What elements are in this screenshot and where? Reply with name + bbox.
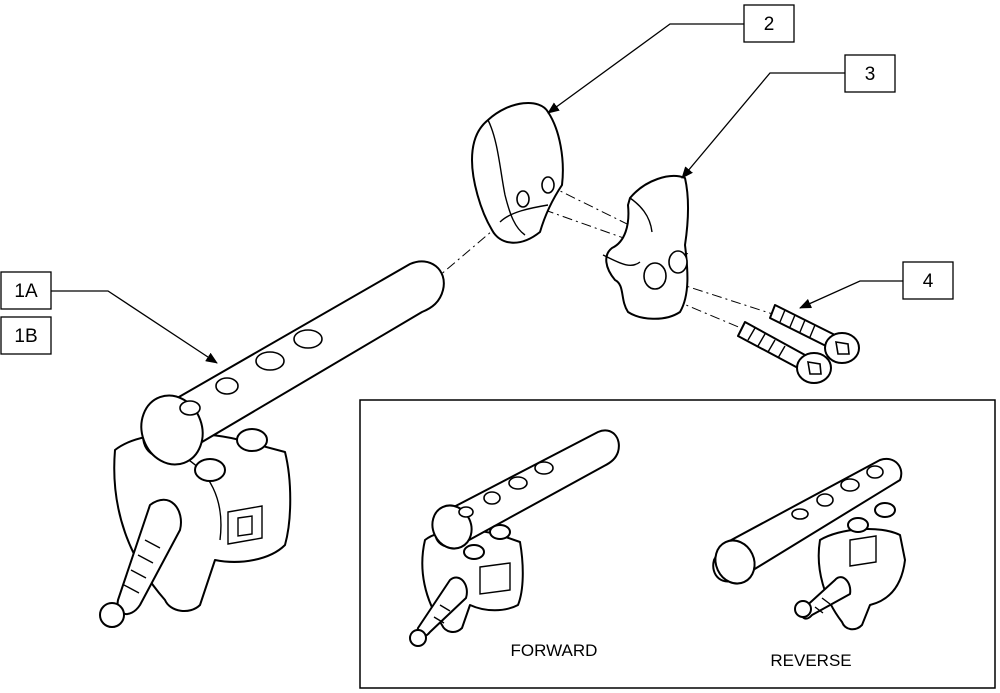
orientation-inset: FORWARD REVERSE	[359, 399, 996, 689]
callout-label-1b: 1B	[14, 326, 37, 347]
forward-label: FORWARD	[511, 641, 598, 660]
callout-box-1a: 1A	[0, 271, 52, 310]
socket-head-screws	[737, 304, 860, 384]
callout-label-3: 3	[865, 64, 876, 85]
callout-box-1b: 1B	[0, 316, 52, 355]
screw-upper	[769, 304, 860, 364]
callout-box-2: 2	[743, 4, 795, 43]
clamp-lower-half	[602, 175, 690, 320]
screw-lower	[737, 321, 832, 384]
reverse-label: REVERSE	[770, 651, 851, 670]
reverse-assembly: REVERSE	[712, 457, 906, 670]
clamp-upper-half	[471, 101, 564, 244]
callout-label-1a: 1A	[14, 281, 38, 302]
main-mount-assembly	[99, 260, 445, 628]
callout-label-2: 2	[764, 14, 775, 35]
callout-box-4: 4	[902, 261, 954, 300]
forward-assembly: FORWARD	[409, 429, 620, 660]
callout-label-4: 4	[923, 271, 934, 292]
callout-box-3: 3	[844, 54, 896, 93]
callout-leader-lines	[51, 23, 903, 364]
